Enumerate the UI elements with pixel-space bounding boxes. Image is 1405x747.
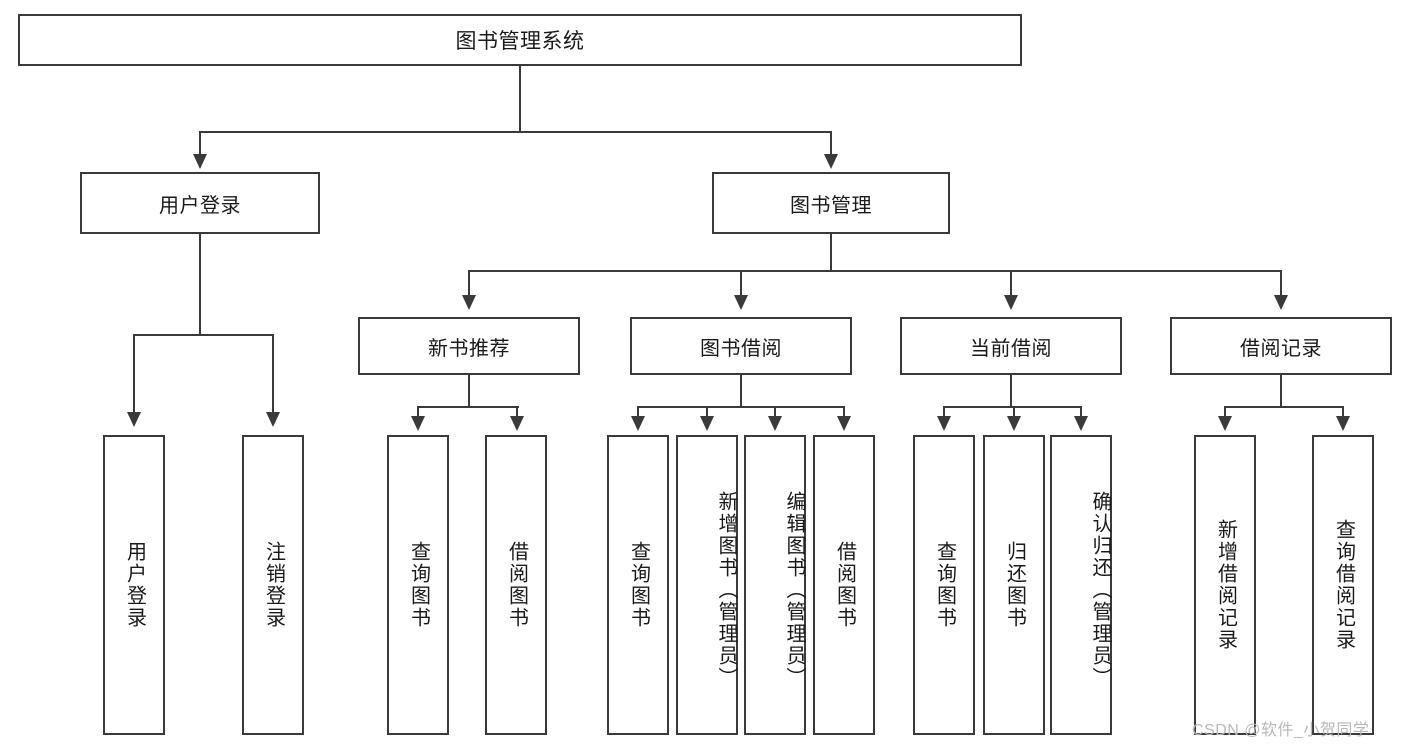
edge-borrow-record-stem <box>1280 375 1282 407</box>
node-leaf-query-book-1[interactable]: 查询图书 <box>387 435 449 735</box>
arrow-leaf-return-book <box>1007 416 1021 431</box>
edge-drop-confirm-return <box>1080 406 1082 418</box>
node-leaf-user-login[interactable]: 用户登录 <box>103 435 165 735</box>
edge-book-manage-stem <box>830 234 832 271</box>
csdn-watermark: CSDN @软件_小贺同学 <box>1192 722 1370 739</box>
edge-current-borrow-stem <box>1010 375 1012 407</box>
arrow-current-borrow <box>1004 295 1018 310</box>
edge-drop-add-record <box>1224 406 1226 418</box>
arrow-new-book-rec <box>462 295 476 310</box>
node-book-manage[interactable]: 图书管理 <box>712 172 950 234</box>
edge-level2-bus <box>468 270 1281 272</box>
node-user-login[interactable]: 用户登录 <box>80 172 320 234</box>
node-new-book-rec[interactable]: 新书推荐 <box>358 317 580 375</box>
arrow-leaf-add-record <box>1218 416 1232 431</box>
edge-drop-user-login <box>199 131 201 156</box>
node-leaf-borrow-book-2[interactable]: 借阅图书 <box>813 435 875 735</box>
arrow-leaf-confirm-return <box>1074 416 1088 431</box>
edge-drop-q3 <box>943 406 945 418</box>
edge-new-book-rec-stem <box>468 375 470 407</box>
edge-root-bus <box>199 131 831 133</box>
node-leaf-query-book-3[interactable]: 查询图书 <box>913 435 975 735</box>
node-leaf-edit-book[interactable]: 编辑图书（管理员） <box>744 435 806 735</box>
edge-drop-new-book-rec <box>468 270 470 297</box>
edge-drop-borrow-record <box>1280 270 1282 297</box>
node-leaf-add-book[interactable]: 新增图书（管理员） <box>676 435 738 735</box>
arrow-leaf-borrow-book-1 <box>510 416 524 431</box>
edge-user-login-stem <box>199 234 201 335</box>
edge-drop-q2 <box>637 406 639 418</box>
arrow-leaf-query-book-2 <box>631 416 645 431</box>
edge-drop-book-manage <box>830 131 832 156</box>
arrow-leaf-query-record <box>1336 416 1350 431</box>
arrow-book-borrow <box>734 295 748 310</box>
edge-drop-book-borrow <box>740 270 742 297</box>
node-book-borrow[interactable]: 图书借阅 <box>630 317 852 375</box>
edge-book-borrow-bus <box>637 406 845 408</box>
node-borrow-record[interactable]: 借阅记录 <box>1170 317 1392 375</box>
edge-book-borrow-stem <box>740 375 742 407</box>
arrow-borrow-record <box>1274 295 1288 310</box>
arrow-book-manage <box>824 154 838 169</box>
node-leaf-user-logout[interactable]: 注销登录 <box>242 435 304 735</box>
node-leaf-add-record[interactable]: 新增借阅记录 <box>1194 435 1256 735</box>
node-leaf-return-book[interactable]: 归还图书 <box>983 435 1045 735</box>
arrow-leaf-add-book <box>700 416 714 431</box>
node-leaf-borrow-book-1[interactable]: 借阅图书 <box>485 435 547 735</box>
arrow-leaf-query-book-1 <box>411 416 425 431</box>
arrow-user-login <box>193 154 207 169</box>
edge-drop-b2 <box>843 406 845 418</box>
node-current-borrow[interactable]: 当前借阅 <box>900 317 1122 375</box>
edge-borrow-record-bus <box>1224 406 1343 408</box>
node-leaf-confirm-return[interactable]: 确认归还（管理员） <box>1050 435 1112 735</box>
node-root-system[interactable]: 图书管理系统 <box>18 14 1022 66</box>
edge-drop-return-book <box>1013 406 1015 418</box>
arrow-leaf-user-login <box>127 412 141 427</box>
arrow-leaf-query-book-3 <box>937 416 951 431</box>
edge-drop-query-record <box>1342 406 1344 418</box>
edge-drop-edit-book <box>774 406 776 418</box>
edge-new-book-rec-bus <box>417 406 519 408</box>
arrow-leaf-borrow-book-2 <box>837 416 851 431</box>
edge-root-stem <box>519 66 521 132</box>
edge-drop-add-book <box>706 406 708 418</box>
edge-drop-q1 <box>417 406 419 418</box>
arrow-leaf-user-logout <box>266 412 280 427</box>
edge-drop-leaf-user-login <box>133 334 135 414</box>
edge-user-login-bus <box>134 334 272 336</box>
edge-current-borrow-bus <box>943 406 1081 408</box>
node-leaf-query-record[interactable]: 查询借阅记录 <box>1312 435 1374 735</box>
edge-drop-current-borrow <box>1010 270 1012 297</box>
edge-drop-b1 <box>516 406 518 418</box>
arrow-leaf-edit-book <box>768 416 782 431</box>
node-leaf-query-book-2[interactable]: 查询图书 <box>607 435 669 735</box>
edge-drop-leaf-user-logout <box>272 334 274 414</box>
